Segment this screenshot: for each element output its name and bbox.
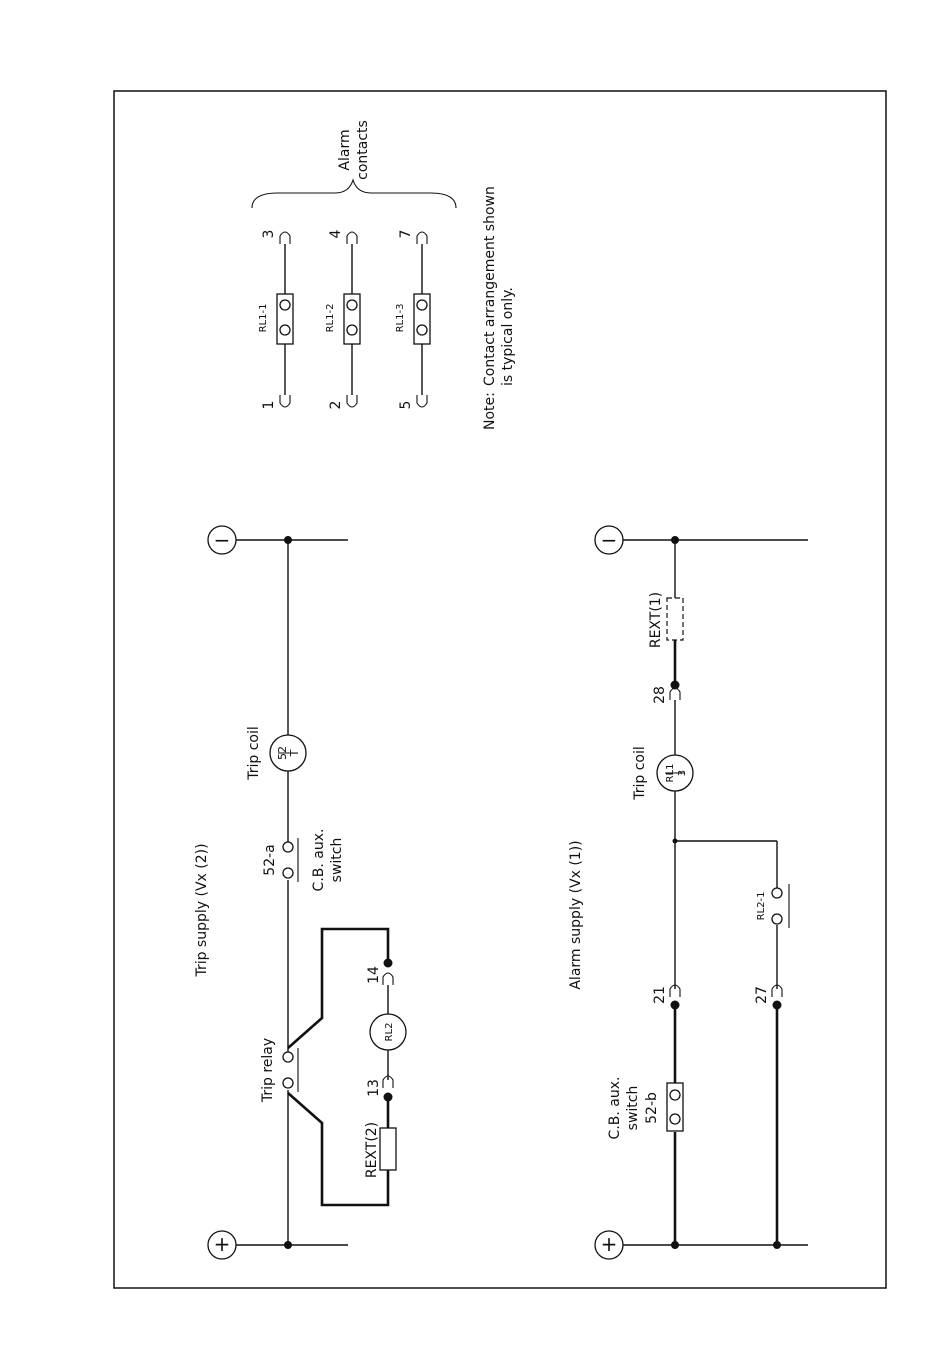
alarm-plus-sign: + — [601, 1232, 618, 1256]
rl2-1-contact-1 — [772, 914, 782, 924]
terminal-27-dot — [773, 1001, 782, 1010]
terminal-right: 3 — [261, 230, 277, 239]
rext2-resistor — [380, 1128, 396, 1170]
trip-relay-contact-2 — [283, 1052, 293, 1062]
contact-label: RL1-1 — [258, 304, 269, 333]
terminal-left: 2 — [328, 401, 344, 410]
alarm-cb-52b-label: 52-b — [644, 1092, 660, 1124]
alarm-supply-title: Alarm supply (Vx (1)) — [568, 840, 584, 989]
alarm-coil-bottom-text: 3 — [677, 770, 688, 776]
alarm-supply-circuit: + − Alarm sup — [568, 526, 808, 1259]
rext1-label: REXT(1) — [648, 592, 664, 648]
note-line-2: is typical only. — [500, 287, 516, 386]
alarm-minus-sign: − — [601, 528, 618, 552]
rl2-1-label: RL2-1 — [756, 892, 767, 921]
terminal-13-dot — [384, 1093, 393, 1102]
rl2-1-contact-2 — [772, 888, 782, 898]
terminal-21-label: 21 — [652, 986, 668, 1004]
cb-52a-label: 52-a — [262, 844, 278, 875]
trip-supply-title: Trip supply (Vx (2)) — [194, 843, 210, 977]
cb-aux-label-1: C.B. aux. — [311, 829, 327, 892]
contact-row-rl1-3: RL1-3 5 7 — [395, 230, 430, 410]
trip-relay-contact-1 — [283, 1078, 293, 1088]
terminal-27-label: 27 — [754, 986, 770, 1004]
trip-minus-sign: − — [214, 528, 231, 552]
contact-label: RL1-3 — [395, 304, 406, 333]
trip-plus-sign: + — [214, 1232, 231, 1256]
trip-supply-circuit: + − Trip supply (Vx (2)) — [194, 526, 406, 1259]
trip-coil-bottom-text: T — [288, 749, 301, 757]
terminal-14-label: 14 — [366, 966, 382, 984]
rext2-label: REXT(2) — [364, 1122, 380, 1178]
alarm-contacts-label-1: Alarm — [337, 129, 353, 170]
trip-coil-label: Trip coil — [246, 726, 262, 781]
terminal-right: 4 — [328, 229, 344, 238]
alarm-cb-aux-label-2: switch — [625, 1086, 641, 1131]
alarm-cb-aux-label-1: C.B. aux. — [607, 1077, 623, 1140]
alarm-contacts-brace — [252, 180, 456, 208]
rext1-resistor-dashed — [667, 598, 683, 640]
terminal-13-label: 13 — [366, 1079, 382, 1097]
alarm-trip-coil-label: Trip coil — [632, 746, 648, 801]
terminal-left: 1 — [261, 401, 277, 410]
alarm-contacts-label-2: contacts — [355, 120, 371, 180]
cb-52a-contact-1 — [283, 868, 293, 878]
cb-52a-contact-2 — [283, 842, 293, 852]
page-border — [114, 91, 886, 1288]
note-line-1: Contact arrangement shown — [482, 186, 498, 386]
trip-relay-label: Trip relay — [260, 1038, 276, 1103]
terminal-left: 5 — [398, 401, 414, 410]
terminal-28-label: 28 — [652, 686, 668, 704]
alarm-coil-top-text: RL1 — [665, 764, 676, 783]
alarm-contacts-group: Alarm contacts RL1-1 1 3 RL1-2 2 4 — [252, 120, 516, 430]
contact-row-rl1-1: RL1-1 1 3 — [258, 230, 293, 410]
note-key: Note: — [482, 392, 498, 430]
contact-label: RL1-2 — [325, 304, 336, 333]
contact-row-rl1-2: RL1-2 2 4 — [325, 229, 360, 409]
rl2-coil-text: RL2 — [384, 1023, 395, 1042]
terminal-21-dot — [671, 1001, 680, 1010]
cb-aux-label-2: switch — [329, 838, 345, 883]
terminal-14-socket — [383, 973, 393, 985]
terminal-28-socket — [670, 688, 680, 700]
terminal-right: 7 — [398, 230, 414, 239]
